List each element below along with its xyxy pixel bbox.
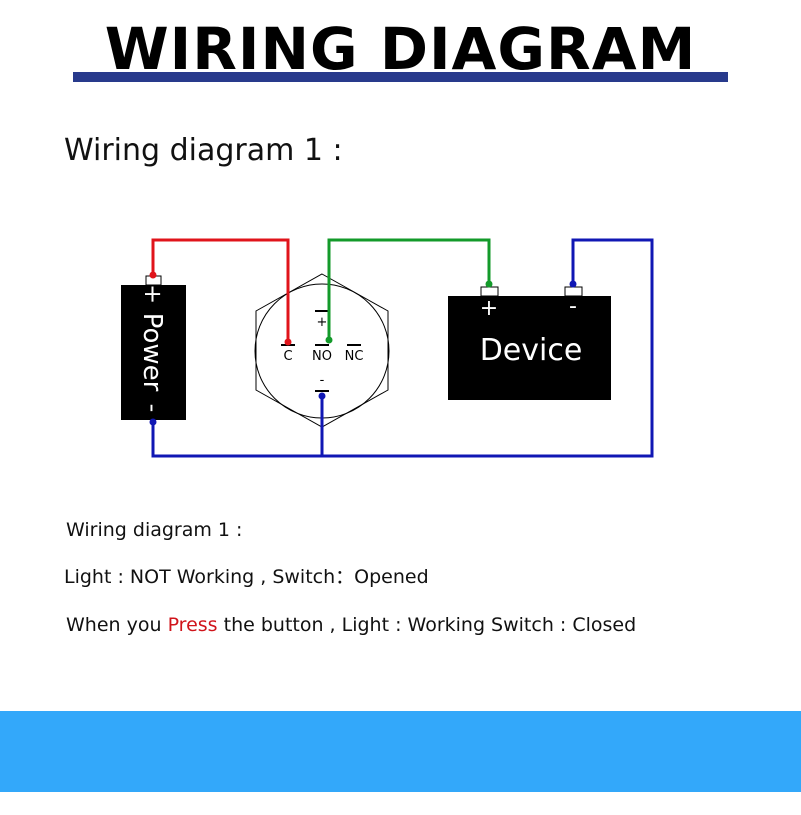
wire-blue-node-power [149, 418, 157, 426]
description-line-2: Light : NOT Working , Switch：Opened [64, 566, 429, 588]
device-plus-terminal [480, 286, 499, 297]
device-label: Device [480, 333, 583, 368]
device-plus-label: + [480, 296, 498, 321]
press-highlight: Press [167, 614, 218, 636]
banner-title: WIRING DIAGRAM [0, 15, 801, 88]
power-label-minus: - [139, 404, 167, 413]
pin-minus-bar [315, 390, 329, 392]
wire-green [327, 238, 491, 340]
switch-pin-plus: + [317, 315, 328, 330]
pin-nc-bar [347, 344, 361, 346]
pin-no-bar [315, 344, 329, 346]
title-underline [73, 72, 728, 82]
section-heading: Wiring diagram 1 : [64, 133, 343, 168]
description-line-3: When you Press the button , Light : Work… [66, 612, 636, 638]
power-block [121, 285, 186, 420]
wire-green-node-device [485, 280, 493, 288]
page-title: WIRING DIAGRAM [104, 15, 697, 83]
wire-blue-node-switch [318, 392, 326, 400]
wire-red-node-switch [284, 338, 292, 346]
wire-red-node-power [149, 271, 157, 279]
switch-pin-c: C [283, 349, 292, 364]
switch-pin-minus: - [320, 373, 325, 388]
wire-blue-return [151, 238, 654, 458]
description-line-1: Wiring diagram 1 : [66, 519, 243, 541]
wire-green-node-switch [325, 336, 333, 344]
device-block [448, 296, 611, 400]
description-line-3-after: the button , Light : Working Switch : Cl… [217, 614, 637, 636]
pin-plus-bar [315, 310, 329, 312]
power-label-word: Power [137, 313, 167, 392]
footer-bar [0, 711, 801, 792]
wire-blue-node-device [569, 280, 577, 288]
power-label-plus: + [139, 284, 167, 304]
device-minus-label: - [569, 294, 577, 319]
switch-pin-no: NO [312, 349, 332, 364]
switch-pin-nc: NC [345, 349, 364, 364]
description-line-3-before: When you [66, 614, 168, 636]
wire-red [151, 238, 290, 342]
